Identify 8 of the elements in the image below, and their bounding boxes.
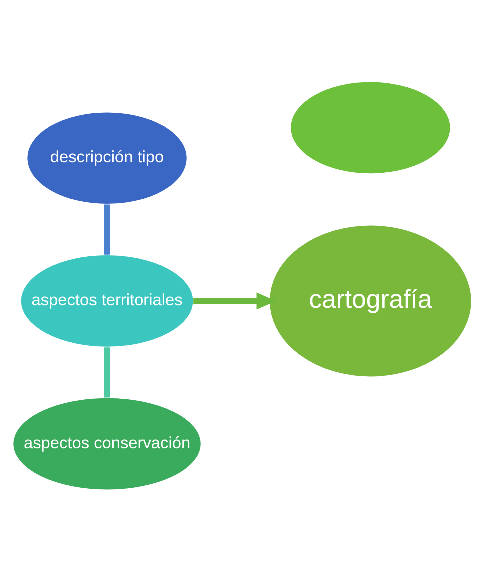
arrow: [194, 292, 276, 310]
node-ellipse: aspectos conservación: [12, 396, 202, 490]
node-ellipse: cartografía: [268, 224, 473, 378]
node-ellipse: aspectos territoriales: [20, 254, 194, 348]
node-ellipse: descripción tipo: [26, 111, 188, 205]
connector: [104, 204, 110, 254]
node-circle: [290, 80, 452, 174]
connector: [104, 347, 110, 398]
